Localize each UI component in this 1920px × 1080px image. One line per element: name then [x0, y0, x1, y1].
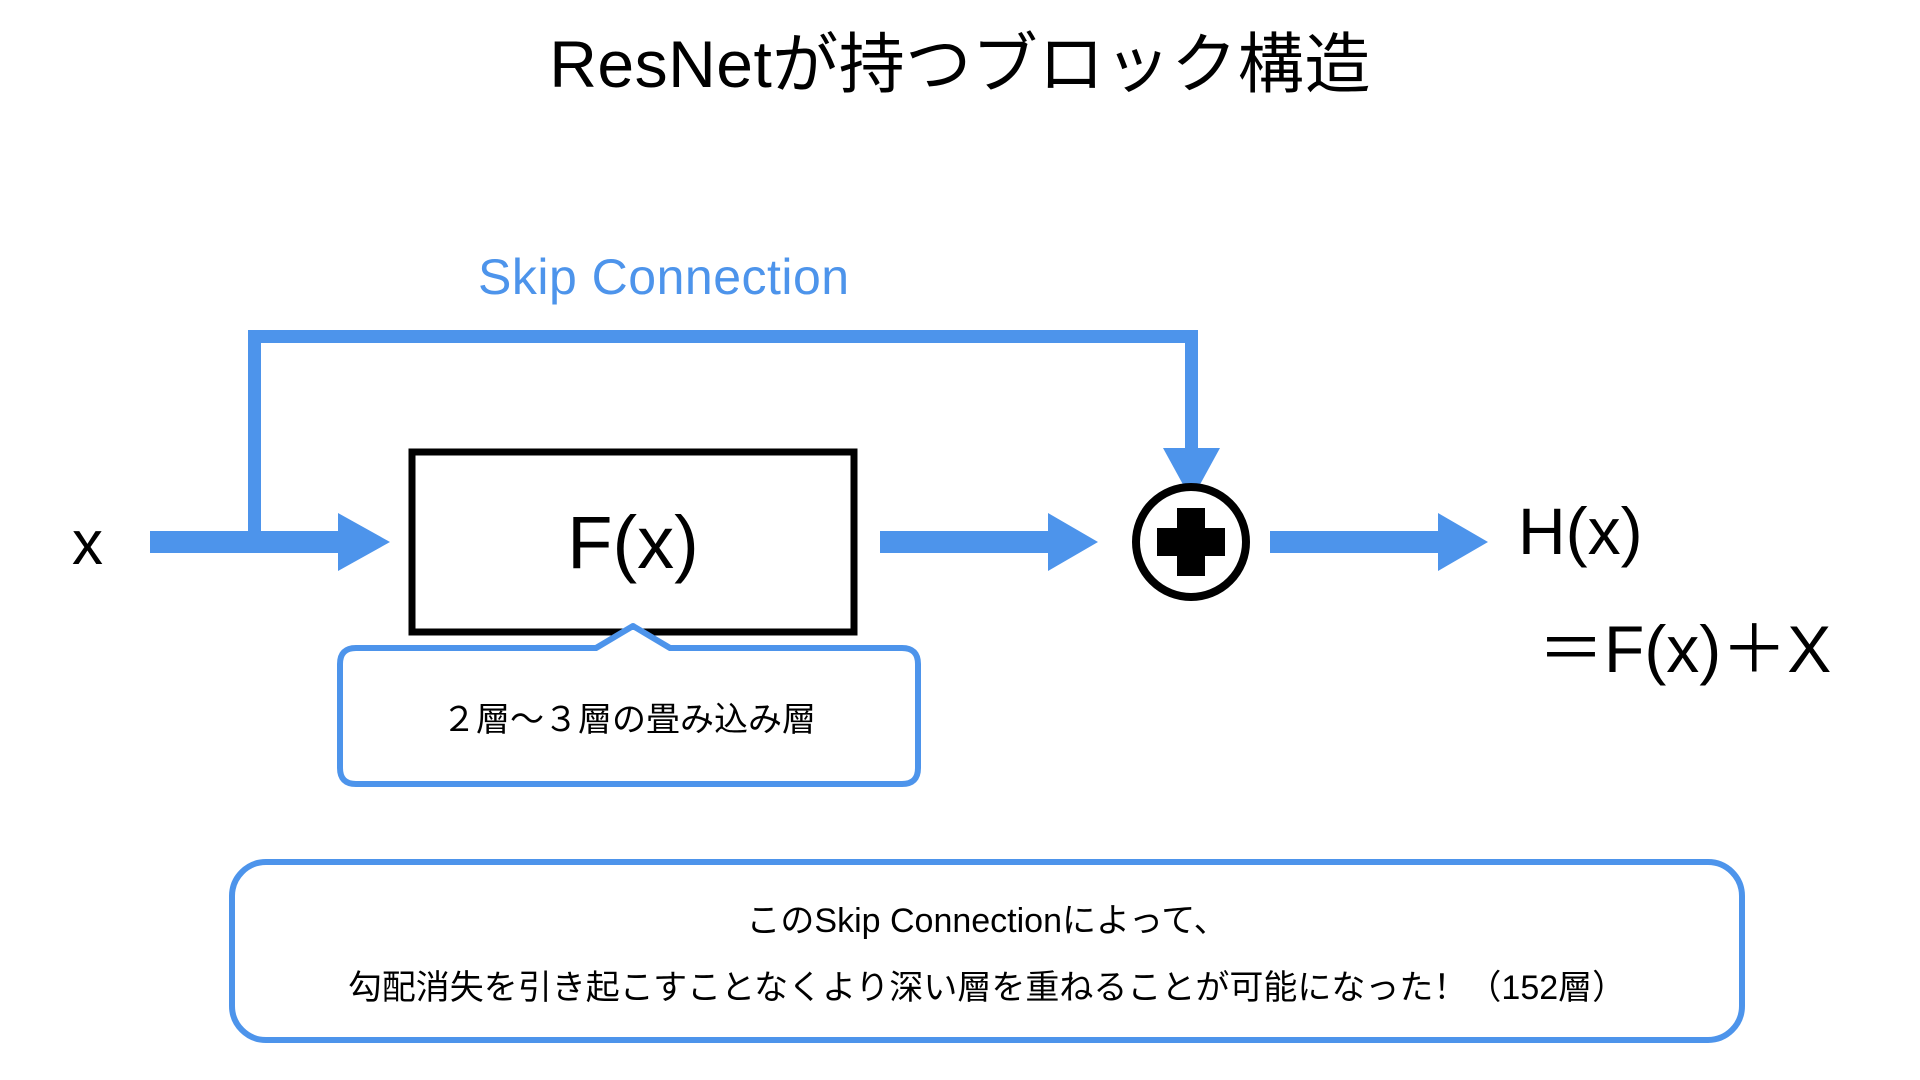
summary-text: このSkip Connectionによって、 勾配消失を引き起こすことなくより深…	[232, 862, 1742, 1040]
residual-block-label: F(x)	[567, 500, 699, 584]
add-to-output-arrow	[1270, 513, 1488, 571]
summary-line-2: 勾配消失を引き起こすことなくより深い層を重ねることが可能になった！（152層）	[347, 969, 1627, 1007]
summary-box	[229, 859, 1745, 1043]
skip-connection-label: Skip Connection	[478, 249, 850, 305]
residual-block-box	[408, 448, 858, 636]
input-x-label: x	[72, 509, 103, 578]
add-node	[1132, 483, 1250, 601]
conv-callout-label: ２層〜３層の畳み込み層	[442, 700, 816, 739]
input-to-block-arrow	[150, 513, 390, 571]
conv-callout-box	[337, 623, 921, 787]
block-to-add-arrow	[880, 513, 1098, 571]
output-equation-label: ＝F(x)＋X	[1538, 612, 1832, 686]
summary-line-1: このSkip Connectionによって、	[746, 902, 1228, 940]
skip-connection-edge	[248, 330, 1220, 542]
page-title: ResNetが持つブロック構造	[549, 27, 1371, 101]
output-hx-label: H(x)	[1518, 494, 1643, 568]
